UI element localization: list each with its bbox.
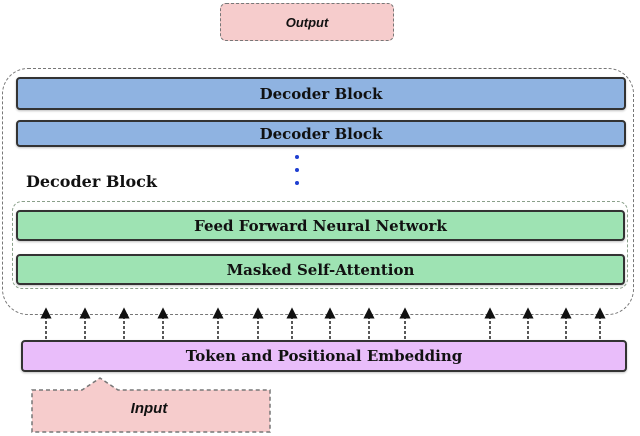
output-label: Output	[285, 14, 329, 30]
masked-self-attention-block: Masked Self-Attention	[16, 254, 625, 285]
embedding-to-decoder-arrows	[40, 307, 606, 339]
decoder-stack-container	[2, 68, 634, 315]
output-box: Output	[220, 3, 394, 41]
input-box	[31, 377, 271, 433]
ellipsis-vertical-icon	[290, 155, 304, 191]
feed-forward-label: Feed Forward Neural Network	[194, 216, 447, 235]
input-label: Input	[130, 400, 168, 417]
decoder-block-2-label: Decoder Block	[259, 124, 383, 143]
decoder-block-expanded-container	[12, 201, 628, 289]
decoder-block-expanded-label: Decoder Block	[26, 172, 157, 191]
feed-forward-block: Feed Forward Neural Network	[16, 210, 625, 241]
decoder-block-1: Decoder Block	[16, 77, 626, 110]
decoder-block-2: Decoder Block	[16, 120, 626, 147]
embedding-label: Token and Positional Embedding	[185, 347, 463, 365]
decoder-block-1-label: Decoder Block	[259, 84, 383, 103]
masked-self-attention-label: Masked Self-Attention	[226, 260, 415, 279]
token-positional-embedding-block: Token and Positional Embedding	[21, 340, 627, 372]
